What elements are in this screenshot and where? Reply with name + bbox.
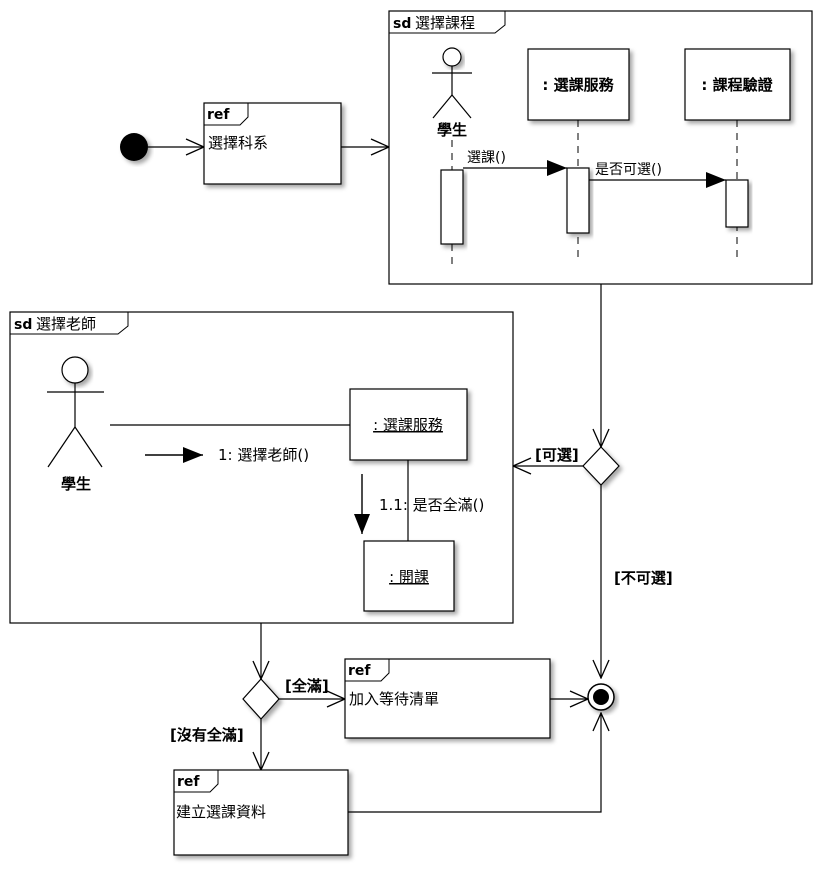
object-label: : 選課服務 [373,416,443,434]
decision-node-selectable [582,446,620,486]
sd-frame-select-teacher: sd 選擇老師 學生 : 選課服務 : 開課 1: 選擇老師() 1.1: 是否… [9,311,514,624]
actor-label: 學生 [437,121,467,139]
guard-not-full: [沒有全滿] [170,726,244,744]
ref-frame-add-waitlist: ref 加入等待清單 [344,658,551,739]
ref-frame-select-department: ref 選擇科系 [203,102,342,185]
ref-name: 加入等待清單 [349,690,439,708]
ref-name: 選擇科系 [208,134,268,152]
initial-node [120,133,148,161]
lifeline-course-validation: : 課程驗證 [684,48,791,262]
lifeline-course-service: : 選課服務 [527,48,630,262]
object-course-service: : 選課服務 [349,388,468,461]
activity-final-node [587,683,615,711]
lifeline-label: : 選課服務 [542,76,614,94]
activation-course-service [566,167,590,234]
actor-label: 學生 [61,475,91,493]
decision-node-full [242,678,280,720]
guard-not-selectable: [不可選] [614,569,673,587]
object-offering: : 開課 [363,540,455,612]
sd-frame-title: 選擇課程 [415,14,475,32]
activation-course-validation [725,179,749,228]
guard-selectable: [可選] [535,446,579,464]
ref-frame-create-record: ref 建立選課資料 [173,769,349,856]
message-label: 是否可選() [595,162,662,178]
message-label: 1: 選擇老師() [218,446,309,464]
sd-frame-title: 選擇老師 [36,315,96,333]
sd-keyword: sd [393,16,411,32]
ref-keyword: ref [207,107,230,123]
ref-keyword: ref [177,774,200,790]
lifeline-label: : 課程驗證 [701,76,773,94]
object-label: : 開課 [389,568,429,586]
actor-student: 學生 [47,356,104,493]
message-label: 選課() [467,150,506,166]
sd-keyword: sd [14,317,32,333]
activation-student [440,169,464,245]
ref-keyword: ref [348,663,371,679]
message-label: 1.1: 是否全滿() [379,496,484,514]
guard-full: [全滿] [285,677,329,695]
flow-create-to-final [348,713,601,813]
actor-student: 學生 [432,47,472,139]
sd-frame-select-course: sd 選擇課程 學生 : 選課服務 : 課程驗證 選課( [388,10,813,285]
ref-name: 建立選課資料 [176,803,266,821]
